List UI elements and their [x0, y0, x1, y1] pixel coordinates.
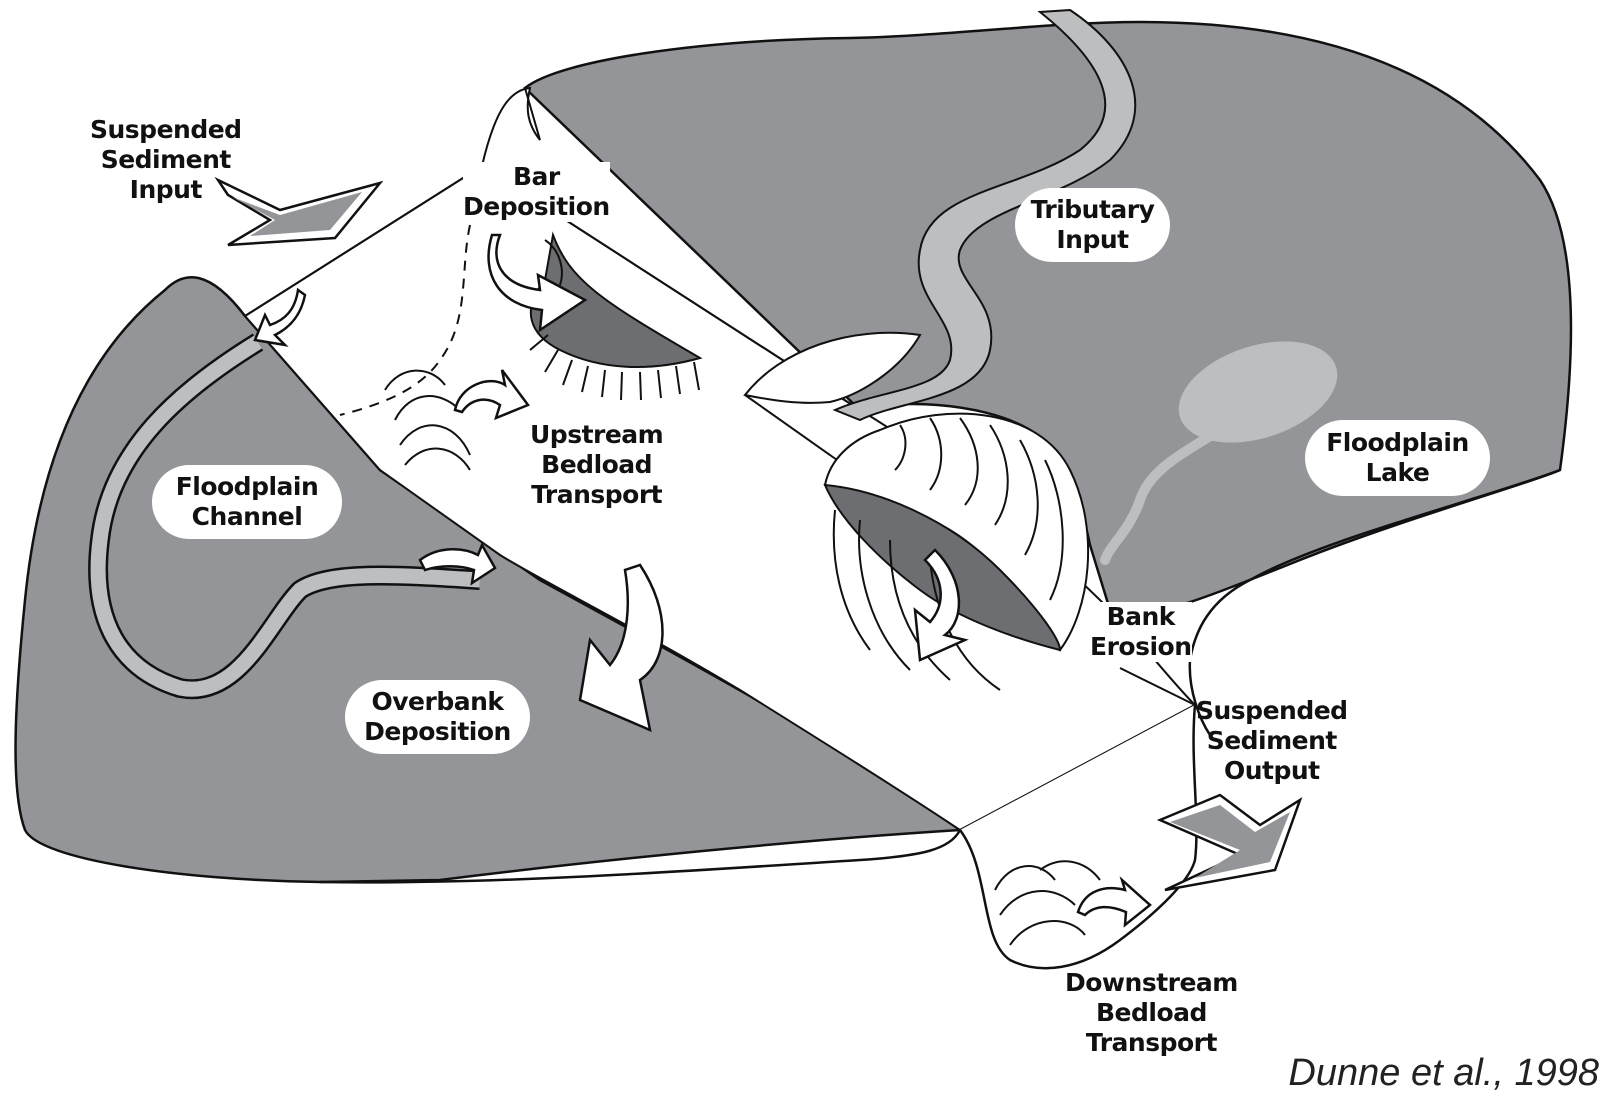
label-suspended-sediment-input: Suspended Sediment Input	[90, 115, 242, 205]
citation: Dunne et al., 1998	[1288, 1052, 1599, 1095]
label-bar-deposition: Bar Deposition	[463, 162, 610, 222]
label-suspended-sediment-output: Suspended Sediment Output	[1196, 696, 1348, 786]
label-downstream-bedload-transport: Downstream Bedload Transport	[1065, 968, 1238, 1058]
arrow-suspended-input	[218, 180, 380, 245]
label-floodplain-channel: Floodplain Channel	[152, 465, 342, 539]
label-floodplain-lake: Floodplain Lake	[1305, 420, 1490, 496]
upstream-cut	[482, 88, 540, 166]
label-bank-erosion: Bank Erosion	[1090, 602, 1192, 662]
label-overbank-deposition: Overbank Deposition	[345, 680, 530, 754]
label-upstream-bedload-transport: Upstream Bedload Transport	[530, 420, 663, 510]
label-tributary-input: Tributary Input	[1015, 188, 1170, 262]
